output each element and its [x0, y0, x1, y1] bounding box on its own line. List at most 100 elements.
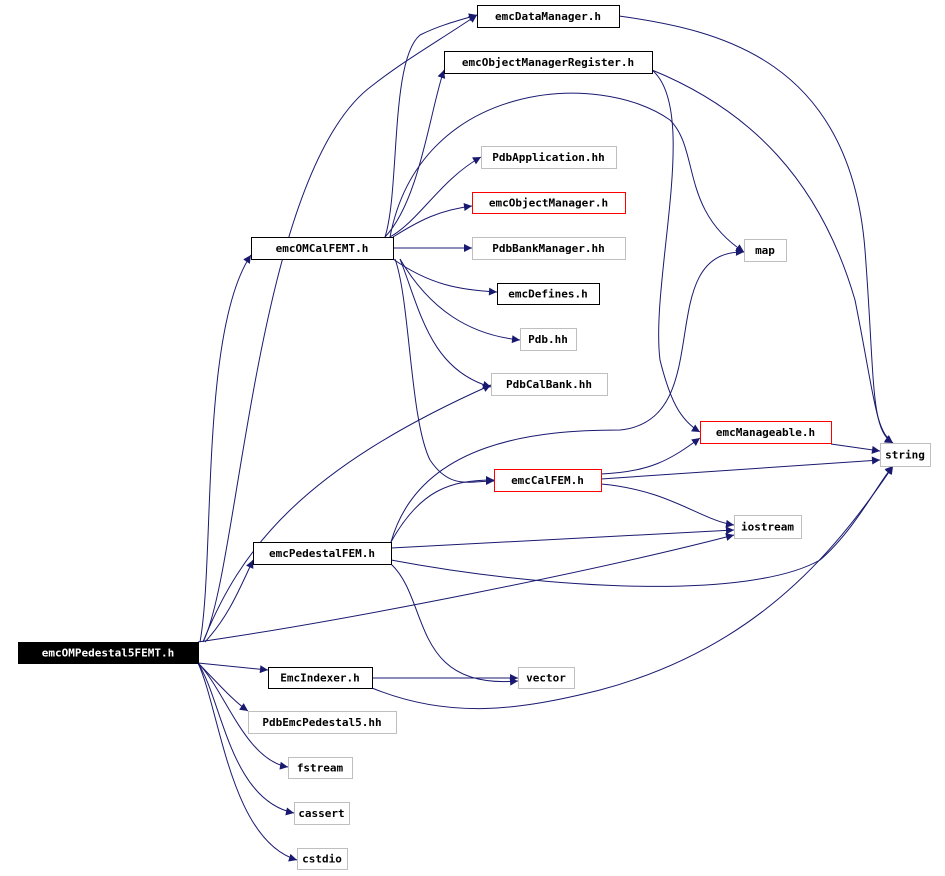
node-PdbBankManager: PdbBankManager.hh — [472, 237, 626, 260]
node-map: map — [744, 239, 787, 262]
node-box — [700, 421, 832, 444]
edge-emcOMCalFEMT-to-PdbApplication — [389, 156, 482, 238]
node-box — [494, 469, 602, 492]
node-emcObjectManagerRegister[interactable]: emcObjectManagerRegister.h — [444, 51, 653, 74]
edge-emcObjectManagerRegister-to-emcManageable — [651, 69, 701, 433]
edge-emcCalFEM-to-emcManageable — [600, 437, 701, 475]
node-box — [294, 802, 350, 825]
node-label: cstdio — [302, 853, 342, 866]
edge-root-to-cassert — [197, 662, 295, 816]
node-box — [491, 373, 608, 396]
node-label: emcCalFEM.h — [511, 474, 584, 487]
node-box — [518, 667, 575, 689]
node-box — [744, 239, 787, 262]
node-box — [251, 237, 394, 260]
edge-emcOMCalFEMT-to-emcCalFEM — [394, 258, 495, 486]
node-label: Pdb.hh — [528, 333, 568, 346]
node-box — [520, 328, 577, 351]
node-cstdio: cstdio — [297, 848, 348, 870]
edge-emcPedestalFEM-to-map — [390, 247, 745, 543]
node-box — [248, 711, 397, 734]
node-box — [734, 515, 802, 539]
node-label: PdbApplication.hh — [492, 151, 605, 164]
edge-emcObjectManagerRegister-to-string — [651, 69, 894, 444]
node-label: PdbBankManager.hh — [492, 242, 605, 255]
edge-root-to-fstream — [197, 662, 289, 770]
node-box — [268, 667, 373, 689]
node-emcCalFEM[interactable]: emcCalFEM.h — [494, 469, 602, 492]
edge-emcPedestalFEM-to-iostream — [390, 526, 735, 549]
edge-emcOMCalFEMT-to-emcDefines — [392, 258, 498, 296]
node-label: emcObjectManager.h — [489, 197, 608, 210]
node-PdbCalBank: PdbCalBank.hh — [491, 373, 608, 396]
node-label: emcOMPedestal5FEMT.h — [42, 647, 174, 660]
edge-emcOMCalFEMT-to-emcObjectManager — [392, 203, 473, 238]
node-label: vector — [526, 672, 566, 685]
edge-root-to-PdbCalBank — [202, 384, 492, 643]
nodes: emcOMPedestal5FEMT.h emcOMCalFEMT.h emcPed… — [18, 5, 931, 870]
edge-emcCalFEM-to-iostream — [600, 483, 735, 528]
node-box — [880, 443, 931, 467]
node-Pdb: Pdb.hh — [520, 328, 577, 351]
edge-emcOMCalFEMT-to-Pdb — [399, 258, 521, 344]
node-box — [297, 848, 348, 870]
edge-root-to-cstdio — [197, 662, 298, 862]
edge-emcCalFEM-to-string — [600, 456, 881, 480]
node-box — [481, 146, 617, 169]
node-box — [253, 542, 392, 565]
edge-emcPedestalFEM-to-vector — [390, 563, 519, 686]
node-cassert: cassert — [294, 802, 350, 825]
edge-root-to-EmcIndexer — [197, 662, 269, 674]
node-box — [444, 51, 653, 74]
node-label: emcManageable.h — [716, 426, 815, 439]
node-label: string — [885, 449, 925, 462]
node-label: fstream — [297, 762, 344, 775]
node-label: emcObjectManagerRegister.h — [462, 56, 634, 69]
node-box — [18, 642, 199, 664]
node-PdbEmcPedestal5: PdbEmcPedestal5.hh — [248, 711, 397, 734]
node-label: PdbEmcPedestal5.hh — [262, 716, 381, 729]
node-box — [497, 283, 600, 305]
edge-emcOMCalFEMT-to-emcObjectManagerRegister — [384, 69, 446, 238]
node-label: emcOMCalFEMT.h — [276, 242, 369, 255]
edge-emcOMCalFEMT-to-PdbCalBank — [399, 258, 492, 389]
node-box — [472, 192, 626, 214]
node-box — [472, 237, 626, 260]
node-fstream: fstream — [288, 757, 353, 779]
edge-root-to-iostream — [197, 533, 735, 643]
node-emcObjectManager[interactable]: emcObjectManager.h — [472, 192, 626, 214]
node-emcDefines[interactable]: emcDefines.h — [497, 283, 600, 305]
node-emcManageable[interactable]: emcManageable.h — [700, 421, 832, 444]
edge-root-to-emcDataManager — [202, 14, 478, 643]
node-label: cassert — [298, 807, 344, 820]
edge-root-to-emcOMCalFEMT — [199, 254, 252, 643]
node-label: emcDefines.h — [508, 288, 587, 301]
edge-emcOMCalFEMT-to-map — [389, 92, 745, 253]
node-emcDataManager[interactable]: emcDataManager.h — [477, 5, 620, 28]
node-box — [477, 5, 620, 28]
node-vector: vector — [518, 667, 575, 689]
node-string: string — [880, 443, 931, 467]
node-label: iostream — [741, 521, 794, 534]
edge-emcPedestalFEM-to-string — [390, 465, 894, 587]
node-label: emcDataManager.h — [495, 10, 601, 23]
node-emcOMCalFEMT[interactable]: emcOMCalFEMT.h — [251, 237, 394, 260]
edge-root-to-emcPedestalFEM — [204, 559, 254, 643]
node-PdbApplication: PdbApplication.hh — [481, 146, 617, 169]
edges — [197, 13, 894, 862]
edge-EmcIndexer-to-string — [371, 465, 894, 710]
node-emcPedestalFEM[interactable]: emcPedestalFEM.h — [253, 542, 392, 565]
node-root[interactable]: emcOMPedestal5FEMT.h — [18, 642, 199, 664]
node-EmcIndexer[interactable]: EmcIndexer.h — [268, 667, 373, 689]
edge-emcOMCalFEMT-to-emcDataManager — [384, 13, 478, 238]
edge-emcPedestalFEM-to-emcCalFEM — [390, 476, 495, 543]
node-label: emcPedestalFEM.h — [269, 547, 375, 560]
edge-emcManageable-to-string — [830, 443, 881, 454]
node-box — [288, 757, 353, 779]
node-label: EmcIndexer.h — [280, 672, 359, 685]
node-iostream: iostream — [734, 515, 802, 539]
edge-root-to-PdbEmcPedestal5 — [197, 662, 249, 712]
node-label: map — [755, 244, 775, 257]
node-label: PdbCalBank.hh — [506, 378, 592, 391]
